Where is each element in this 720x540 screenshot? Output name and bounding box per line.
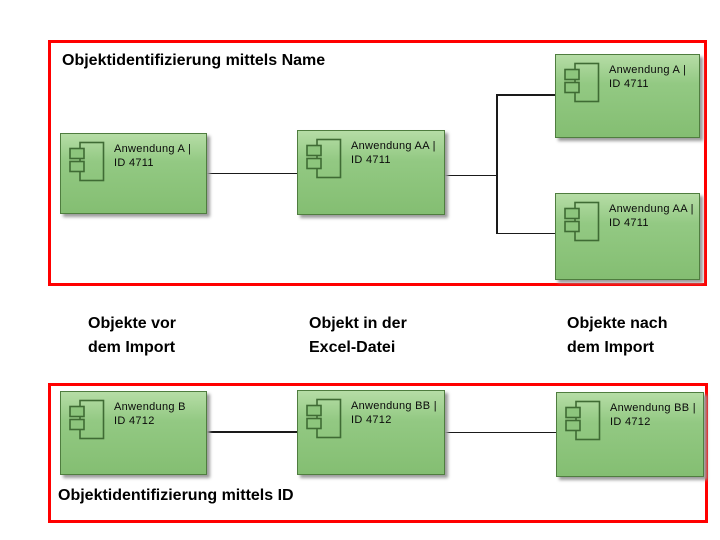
component-icon	[69, 141, 105, 182]
node-label: Anwendung A | ID 4711	[609, 63, 686, 91]
node-label-line1: Anwendung B	[114, 401, 186, 413]
component-icon	[306, 398, 342, 439]
node-label-line2: ID 4711	[351, 154, 391, 166]
section-frame-name-identification	[48, 40, 707, 286]
section-title-id-identification: Objektidentifizierung mittels ID	[58, 487, 294, 504]
node-label: Anwendung AA | ID 4711	[609, 202, 694, 230]
component-node-anwendung-bb-after[interactable]: Anwendung BB | ID 4712	[556, 392, 704, 477]
connector-line	[496, 94, 555, 96]
connector-line	[445, 174, 497, 176]
column-label-line2: dem Import	[88, 339, 176, 356]
node-label-line2: ID 4712	[351, 414, 392, 426]
column-label-line1: Objekte nach	[567, 315, 668, 332]
node-label-line2: ID 4712	[114, 415, 155, 427]
node-label-line2: ID 4711	[114, 157, 154, 169]
connector-line	[496, 232, 556, 234]
component-icon	[306, 138, 342, 179]
section-title-name-identification: Objektidentifizierung mittels Name	[62, 52, 326, 69]
node-label: Anwendung BB | ID 4712	[351, 399, 437, 427]
connector-branch-line	[496, 94, 498, 234]
column-label-line1: Objekt in der	[309, 315, 407, 332]
column-label-line2: dem Import	[567, 339, 655, 356]
node-label: Anwendung B ID 4712	[114, 400, 186, 428]
section-frame-id-identification	[48, 383, 708, 523]
node-label-line1: Anwendung AA |	[351, 140, 436, 152]
component-node-anwendung-aa-excel[interactable]: Anwendung AA | ID 4711	[297, 130, 445, 215]
node-label: Anwendung A | ID 4711	[114, 142, 191, 170]
component-icon	[564, 62, 600, 103]
node-label-line1: Anwendung AA |	[609, 203, 694, 215]
column-label-line1: Objekte vor	[88, 315, 177, 332]
component-node-anwendung-a-after[interactable]: Anwendung A | ID 4711	[555, 54, 700, 138]
component-icon	[565, 400, 601, 441]
column-label-before-import: Objekte vor dem Import	[88, 312, 176, 360]
connector-line	[207, 172, 297, 174]
node-label-line1: Anwendung BB |	[610, 402, 696, 414]
node-label-line1: Anwendung BB |	[351, 400, 437, 412]
node-label-line2: ID 4711	[609, 78, 649, 90]
column-label-line2: Excel-Datei	[309, 339, 396, 356]
node-label-line1: Anwendung A |	[609, 64, 687, 76]
node-label-line2: ID 4711	[609, 217, 649, 229]
node-label: Anwendung AA | ID 4711	[351, 139, 436, 167]
node-label-line1: Anwendung A |	[114, 143, 192, 155]
component-icon	[69, 399, 105, 440]
component-node-anwendung-a-before[interactable]: Anwendung A | ID 4711	[60, 133, 207, 214]
connector-line	[445, 431, 556, 433]
component-icon	[564, 201, 600, 242]
node-label-line2: ID 4712	[610, 416, 651, 428]
component-node-anwendung-b-before[interactable]: Anwendung B ID 4712	[60, 391, 207, 475]
column-label-excel-file: Objekt in der Excel-Datei	[309, 312, 407, 360]
node-label: Anwendung BB | ID 4712	[610, 401, 696, 429]
component-node-anwendung-aa-after[interactable]: Anwendung AA | ID 4711	[555, 193, 700, 280]
connector-line	[207, 431, 297, 433]
column-label-after-import: Objekte nach dem Import	[567, 312, 667, 360]
component-node-anwendung-bb-excel[interactable]: Anwendung BB | ID 4712	[297, 390, 445, 475]
